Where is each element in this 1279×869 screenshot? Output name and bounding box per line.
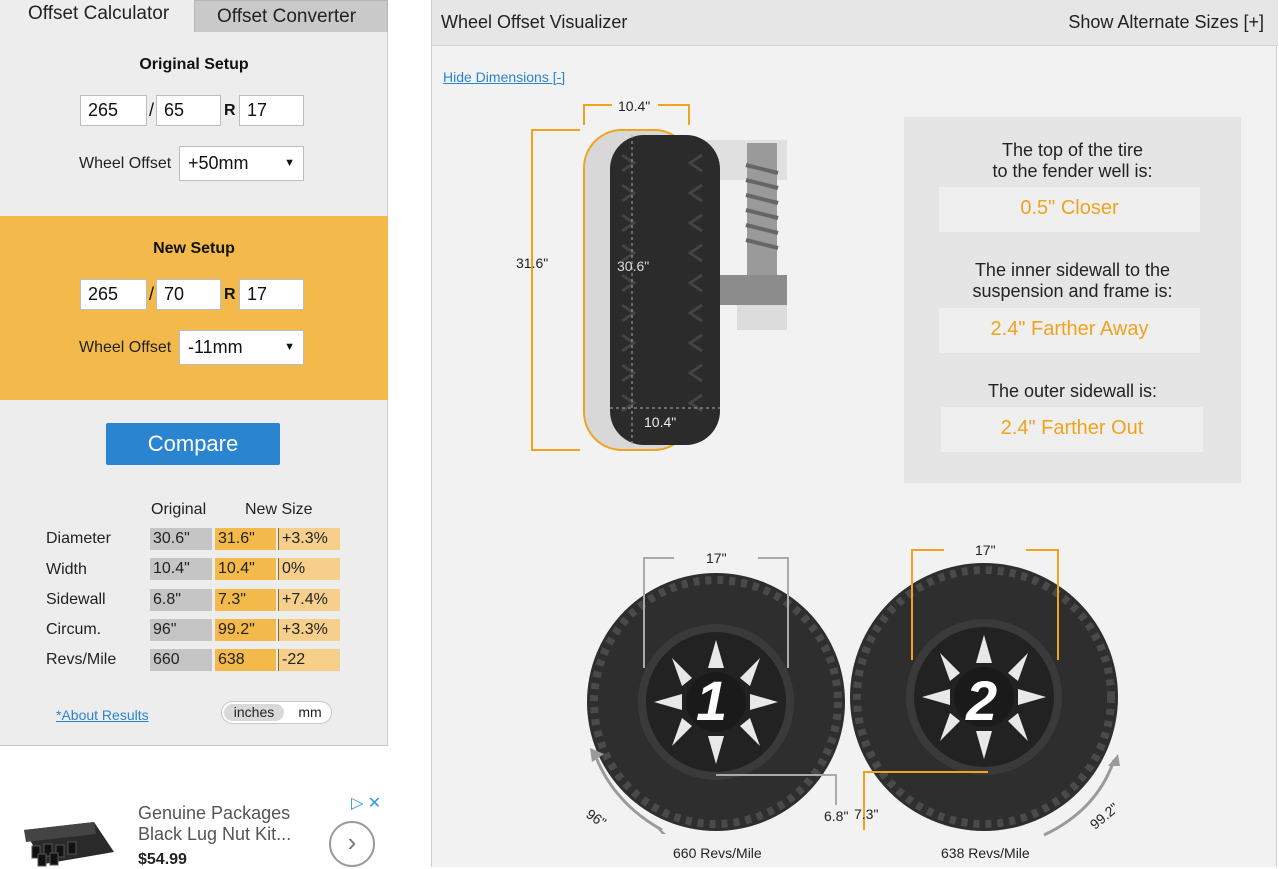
lug-nut-kit-image: [24, 822, 114, 867]
new-offset-label: Wheel Offset: [79, 339, 172, 356]
ad-price: $54.99: [138, 851, 187, 868]
new-value: 638: [215, 649, 276, 671]
wheel-1-sidewall-dimension: 6.8": [824, 808, 849, 824]
diff-value: +7.4%: [278, 589, 340, 611]
original-value: 6.8": [150, 589, 212, 611]
original-value: 660: [150, 649, 212, 671]
wheel-1-revs-mile: 660 Revs/Mile: [673, 845, 762, 861]
original-aspect-input[interactable]: 65: [156, 95, 221, 126]
new-value: 10.4": [215, 558, 276, 580]
row-label: Sidewall: [46, 591, 106, 608]
dropdown-caret-icon: ▼: [284, 341, 295, 353]
ad-title-line1: Genuine Packages: [138, 803, 291, 823]
new-aspect-input[interactable]: 70: [156, 279, 221, 310]
outer-sidewall-text: The outer sidewall is:: [987, 381, 1158, 401]
visualizer-header: Wheel Offset Visualizer Show Alternate S…: [432, 0, 1278, 46]
wheels-front-view: [587, 549, 1120, 837]
size-slash: /: [149, 284, 155, 304]
rim-r-label: R: [224, 102, 236, 119]
new-value: 7.3": [215, 589, 276, 611]
rim-r-label: R: [224, 286, 236, 303]
wheel-2-number: 2: [966, 669, 998, 732]
tab-offset-calculator[interactable]: Offset Calculator: [0, 0, 194, 32]
original-rim-input[interactable]: 17: [239, 95, 304, 126]
fender-text-line1: The top of the tire: [1001, 140, 1144, 160]
ad-title-line2: Black Lug Nut Kit...: [138, 824, 292, 844]
diff-value: 0%: [278, 558, 340, 580]
unit-toggle[interactable]: inches mm: [221, 701, 332, 724]
original-offset-label: Wheel Offset: [79, 155, 172, 172]
show-alternate-sizes-link[interactable]: Show Alternate Sizes [+]: [1068, 12, 1264, 32]
wheel-1-rim-dimension: 17": [706, 550, 727, 566]
wheel-2-sidewall-dimension: 7.3": [854, 806, 879, 822]
original-value: 96": [150, 619, 212, 641]
new-setup-title: New Setup: [153, 240, 235, 257]
row-label: Circum.: [46, 621, 102, 638]
offset-calculator-panel: Offset Calculator Offset Converter Origi…: [0, 0, 388, 746]
dropdown-caret-icon: ▼: [284, 157, 295, 169]
inner-sidewall-text-line2: suspension and frame is:: [972, 281, 1173, 301]
original-diameter-dimension: 30.6": [617, 258, 650, 274]
wheel-1-icon: [587, 573, 845, 831]
original-setup-title: Original Setup: [139, 56, 249, 73]
original-tire-icon: [610, 135, 720, 445]
results-header-original: Original: [151, 501, 207, 518]
adchoices-icon[interactable]: ▷ ✕: [351, 795, 382, 812]
unit-mm-option[interactable]: mm: [298, 704, 322, 720]
new-rim-input[interactable]: 17: [239, 279, 304, 310]
row-label: Width: [46, 561, 87, 578]
wheel-2-rim-dimension: 17": [975, 542, 996, 558]
wheel-offset-visualizer: Wheel Offset Visualizer Show Alternate S…: [431, 0, 1278, 867]
original-value: 10.4": [150, 558, 212, 580]
chevron-right-icon[interactable]: ›: [329, 821, 375, 867]
new-value: 31.6": [215, 528, 276, 550]
original-offset-value: +50mm: [188, 153, 249, 173]
wheel-2-revs-mile: 638 Revs/Mile: [941, 845, 1030, 861]
bottom-width-dimension: 10.4": [644, 414, 677, 430]
wheel-1-number: 1: [696, 669, 728, 732]
top-width-dimension: 10.4": [618, 98, 651, 114]
new-value: 99.2": [215, 619, 276, 641]
new-width-input[interactable]: 265: [80, 279, 147, 310]
new-diameter-dimension: 31.6": [516, 255, 549, 271]
inner-sidewall-text-line1: The inner sidewall to the: [974, 260, 1171, 280]
fender-text-line2: to the fender well is:: [992, 161, 1153, 181]
ad-title[interactable]: Genuine Packages Black Lug Nut Kit...: [138, 803, 291, 845]
comparison-info-box: The top of the tire to the fender well i…: [904, 117, 1241, 483]
new-offset-select[interactable]: -11mm ▼: [179, 330, 304, 365]
visualizer-title: Wheel Offset Visualizer: [441, 12, 628, 32]
compare-button[interactable]: Compare: [106, 423, 280, 465]
outer-sidewall-value: 2.4" Farther Out: [941, 407, 1203, 452]
diff-value: -22: [278, 649, 340, 671]
new-setup-section: New Setup 265 / 70 R 17 Wheel Offset -11…: [0, 216, 388, 400]
diff-value: +3.3%: [278, 528, 340, 550]
unit-inches-option[interactable]: inches: [224, 704, 284, 721]
fender-value: 0.5" Closer: [939, 187, 1200, 232]
wheel-2-icon: [850, 563, 1118, 831]
new-offset-value: -11mm: [188, 337, 243, 357]
diff-value: +3.3%: [278, 619, 340, 641]
original-value: 30.6": [150, 528, 212, 550]
row-label: Revs/Mile: [46, 651, 117, 668]
results-header-new: New Size: [245, 501, 313, 518]
hide-dimensions-link[interactable]: Hide Dimensions [-]: [443, 69, 566, 85]
original-offset-select[interactable]: +50mm ▼: [179, 146, 304, 181]
row-label: Diameter: [46, 530, 111, 547]
original-width-input[interactable]: 265: [80, 95, 147, 126]
tab-offset-converter[interactable]: Offset Converter: [194, 0, 388, 32]
size-slash: /: [149, 100, 155, 120]
side-view-illustration: [531, 104, 787, 451]
inner-sidewall-value: 2.4" Farther Away: [939, 308, 1200, 353]
about-results-link[interactable]: *About Results: [56, 707, 149, 723]
